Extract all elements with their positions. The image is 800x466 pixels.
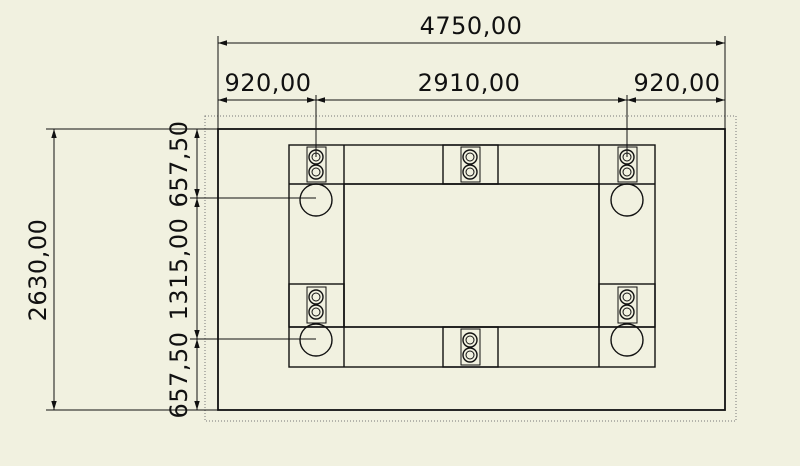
dimension-overall-height: 2630,00 [24,128,218,411]
hole-bottom-left [299,323,333,357]
dim-label-top-offset: 657,50 [165,121,193,208]
hole-top-left [299,183,333,217]
frame-inner-opening [343,183,600,328]
view-boundary [204,115,737,422]
corner-holes [299,183,644,357]
dim-label-right-offset: 920,00 [634,69,721,97]
anchor-bolts [306,146,638,366]
dim-label-middle-height: 1315,00 [165,218,193,321]
hole-bottom-right [610,323,644,357]
dim-label-overall-width: 4750,00 [420,12,523,40]
dimension-segments-width: 920,00 2910,00 920,00 [218,69,725,157]
dim-label-overall-height: 2630,00 [24,219,52,322]
frame-structure [288,144,656,368]
center-top-block [442,144,499,185]
dim-label-middle-span: 2910,00 [418,69,521,97]
mid-left-block [288,283,345,328]
outer-slab [217,128,726,411]
dim-label-left-offset: 920,00 [225,69,312,97]
mid-right-block [598,283,656,328]
dim-label-bottom-offset: 657,50 [165,332,193,419]
dimension-overall-width: 4750,00 [217,12,726,129]
hole-top-right [610,183,644,217]
center-bottom-block [442,326,499,368]
dimension-segments-height: 657,50 1315,00 657,50 [165,121,316,419]
